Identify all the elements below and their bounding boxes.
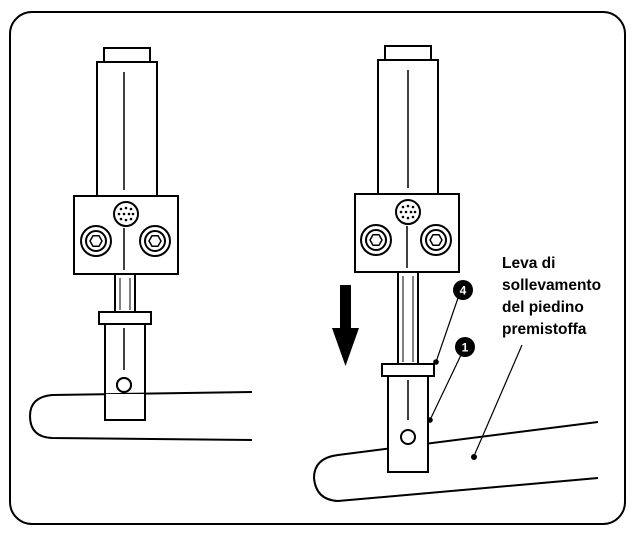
diagram-frame (9, 11, 626, 525)
left-hex-screw-b (139, 225, 171, 257)
left-collar (98, 311, 152, 325)
label-line-2: sollevamento (502, 277, 601, 294)
left-assembly (28, 47, 253, 441)
left-hex-screw-a (80, 225, 112, 257)
down-arrow-icon (332, 285, 359, 366)
right-shaft (397, 271, 419, 365)
left-cylinder (96, 61, 158, 197)
right-foot-lever (312, 421, 599, 503)
leader-lines (429, 297, 523, 457)
leader-dot-1 (427, 417, 433, 423)
svg-text:4: 4 (460, 284, 467, 298)
label-line-4: premistoffa (502, 321, 587, 338)
right-assembly (312, 45, 599, 503)
right-hex-screw-a (360, 224, 392, 256)
right-set-screw (395, 199, 421, 225)
lever-label: Leva di sollevamento del piedino premist… (502, 255, 601, 338)
right-top-cap (384, 45, 432, 61)
callout-part-4: 4 (453, 280, 473, 300)
left-foot-lever (28, 391, 253, 441)
left-top-cap (103, 47, 151, 63)
left-shaft (114, 273, 136, 313)
callout-part-1: 1 (455, 337, 475, 357)
left-set-screw (113, 201, 139, 227)
right-collar (381, 363, 435, 377)
label-line-1: Leva di (502, 255, 555, 272)
svg-text:1: 1 (462, 341, 469, 355)
right-rod-hole (400, 429, 416, 445)
leader-dot-4 (433, 359, 439, 365)
leader-dot-lever (471, 454, 477, 460)
right-hex-screw-b (420, 224, 452, 256)
label-line-3: del piedino (502, 299, 584, 316)
